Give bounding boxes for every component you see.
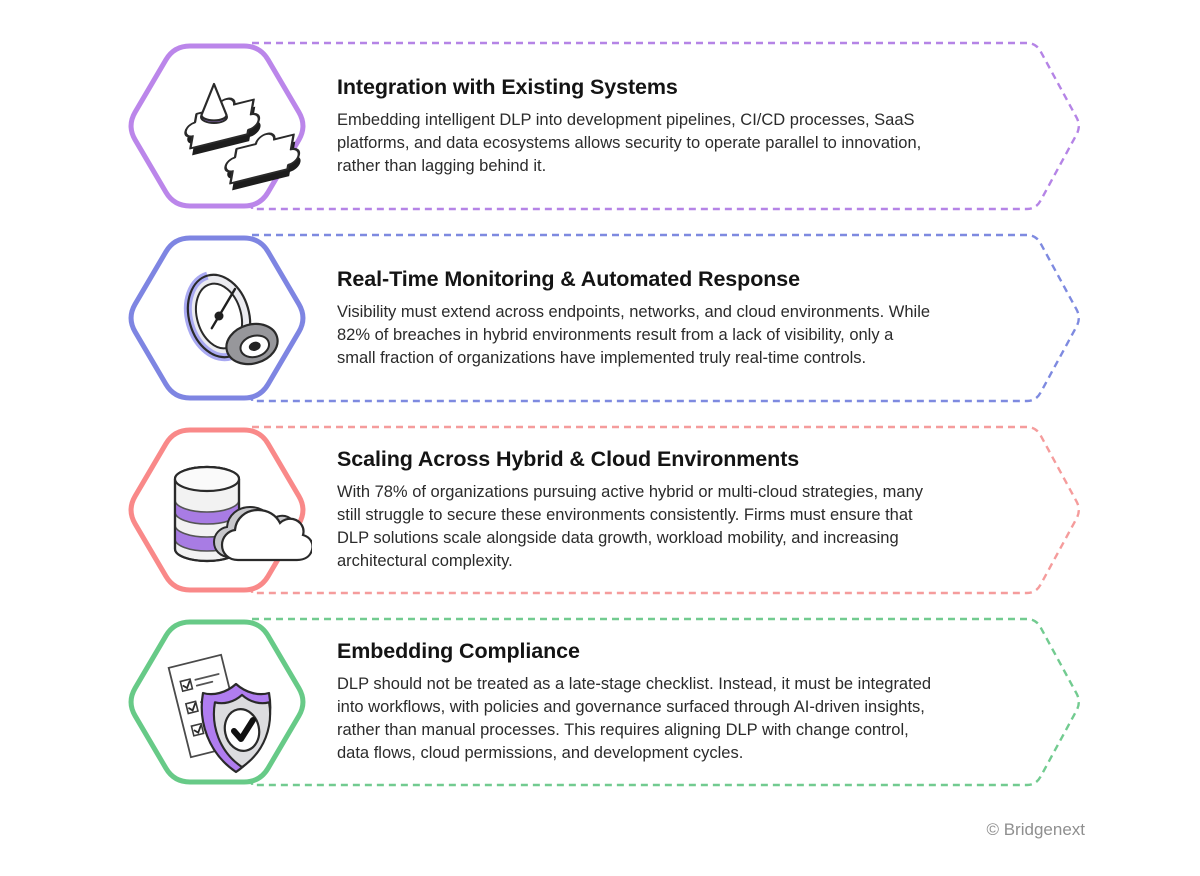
section-title: Integration with Existing Systems — [337, 74, 678, 99]
section-body-line: small fraction of organizations have imp… — [337, 348, 867, 367]
section-body: DLP should not be treated as a late-stag… — [337, 673, 1047, 765]
section-body-line: rather than lagging behind it. — [337, 156, 547, 175]
section-body-line: With 78% of organizations pursuing activ… — [337, 483, 924, 501]
hexagon-badge — [128, 427, 312, 593]
section-text: Integration with Existing Systems Embedd… — [337, 40, 1047, 212]
checklist-shield-icon — [167, 653, 272, 774]
section-text: Scaling Across Hybrid & Cloud Environmen… — [337, 424, 1047, 596]
section-body-line: Visibility must extend across endpoints,… — [337, 302, 931, 321]
database-cloud-icon — [173, 465, 312, 563]
section-body-line: architectural complexity. — [337, 552, 513, 570]
section-body-line: data flows, cloud permissions, and devel… — [337, 744, 744, 762]
section-integration: Integration with Existing Systems Embedd… — [122, 40, 1085, 212]
gauge-icon — [183, 271, 279, 366]
section-body-line: DLP should not be treated as a late-stag… — [337, 675, 932, 693]
section-body-line: platforms, and data ecosystems allows se… — [337, 133, 922, 152]
dashed-arrow-outline — [250, 617, 1080, 787]
section-title: Real-Time Monitoring & Automated Respons… — [337, 266, 800, 291]
section-scaling: Scaling Across Hybrid & Cloud Environmen… — [122, 424, 1085, 596]
section-text: Embedding Compliance DLP should not be t… — [337, 616, 1047, 788]
puzzle-pieces-icon — [184, 82, 301, 191]
section-body-line: 82% of breaches in hybrid environments r… — [337, 325, 894, 344]
section-title: Embedding Compliance — [337, 639, 580, 663]
section-body: Embedding intelligent DLP into developme… — [337, 109, 1047, 178]
hexagon-badge — [128, 43, 306, 209]
hexagon-badge — [128, 235, 306, 401]
dashed-arrow-outline — [250, 425, 1080, 595]
section-body: Visibility must extend across endpoints,… — [337, 301, 1047, 370]
hexagon-badge — [128, 619, 306, 785]
dashed-arrow-outline — [250, 233, 1080, 403]
section-compliance: Embedding Compliance DLP should not be t… — [122, 616, 1085, 788]
dashed-arrow-outline — [250, 41, 1080, 211]
copyright-credit: © Bridgenext — [986, 820, 1085, 839]
section-body-line: into workflows, with policies and govern… — [337, 698, 925, 716]
section-body-line: rather than manual processes. This requi… — [337, 721, 909, 739]
section-monitoring: Real-Time Monitoring & Automated Respons… — [122, 232, 1085, 404]
section-body-line: still struggle to secure these environme… — [337, 506, 913, 524]
section-text: Real-Time Monitoring & Automated Respons… — [337, 232, 1047, 404]
section-body-line: Embedding intelligent DLP into developme… — [337, 110, 915, 129]
section-body: With 78% of organizations pursuing activ… — [337, 481, 1047, 573]
section-body-line: DLP solutions scale alongside data growt… — [337, 529, 899, 547]
section-title: Scaling Across Hybrid & Cloud Environmen… — [337, 447, 800, 471]
